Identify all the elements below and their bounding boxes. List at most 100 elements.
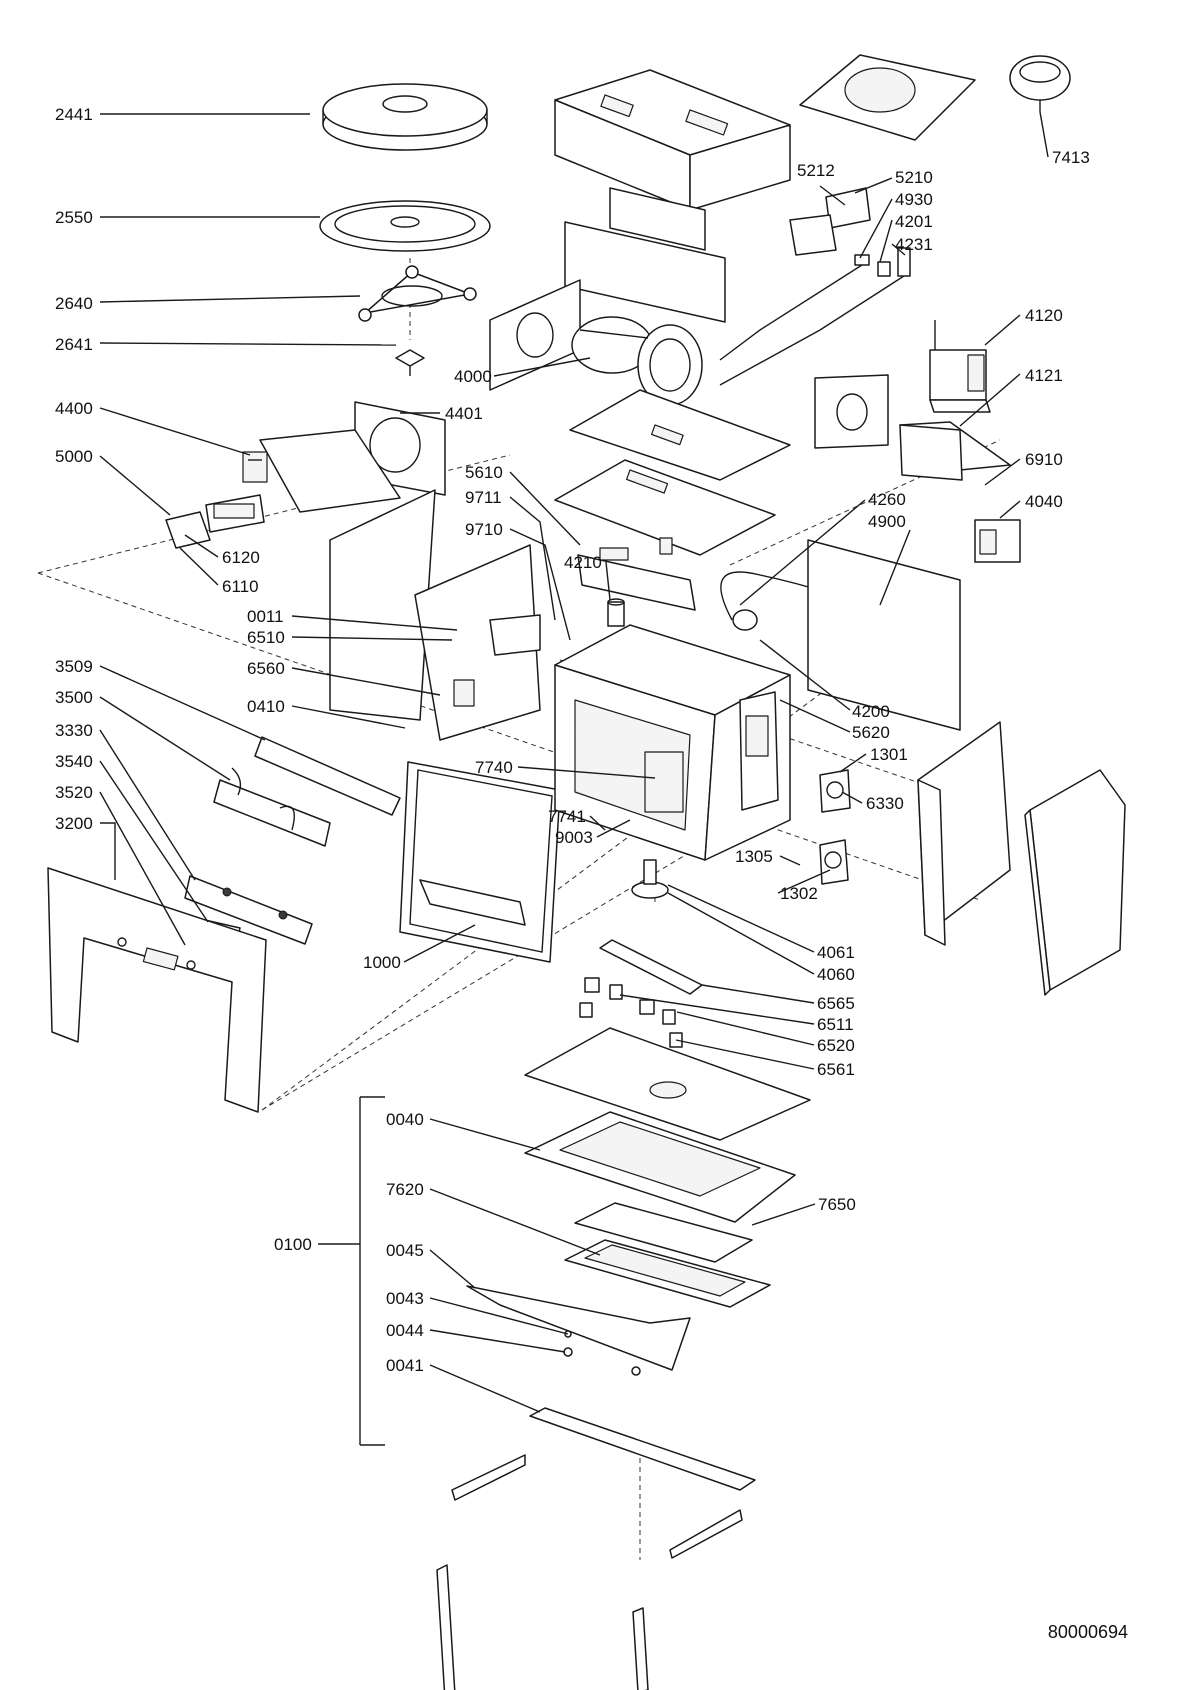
part-number-label: 9710 bbox=[465, 520, 503, 539]
callout-1302: 1302 bbox=[777, 869, 831, 903]
part-number-label: 4120 bbox=[1025, 306, 1063, 325]
leader-line-6565 bbox=[701, 984, 815, 1004]
callout-7741: 7741 bbox=[548, 807, 606, 831]
leader-line-0044 bbox=[429, 1329, 566, 1353]
callout-1301: 1301 bbox=[839, 745, 908, 773]
part-number-label: 0043 bbox=[386, 1289, 424, 1308]
rear-inner-panel bbox=[414, 544, 541, 741]
bottom-plate bbox=[524, 1027, 811, 1141]
part-number-label: 4121 bbox=[1025, 366, 1063, 385]
callout-6520: 6520 bbox=[676, 1011, 855, 1055]
mounting-brackets bbox=[436, 1454, 743, 1690]
callout-4210: 4210 bbox=[564, 553, 611, 601]
leader-line-3500 bbox=[99, 696, 231, 781]
callout-6561: 6561 bbox=[675, 1039, 855, 1079]
part-number-label: 3509 bbox=[55, 657, 93, 676]
callout-3540: 3540 bbox=[55, 752, 209, 923]
callout-9003: 9003 bbox=[555, 819, 631, 847]
side-panel-right bbox=[807, 539, 961, 731]
part-number-label: 6520 bbox=[817, 1036, 855, 1055]
capacitor-4210 bbox=[607, 598, 625, 627]
callout-5210: 5210 bbox=[854, 168, 933, 194]
lamps-6511-6520-6561 bbox=[579, 977, 683, 1048]
part-number-label: 0011 bbox=[247, 607, 284, 626]
leader-line-4210 bbox=[605, 561, 611, 601]
door-1000 bbox=[399, 761, 561, 963]
callout-2640: 2640 bbox=[55, 294, 361, 313]
part-number-label: 3520 bbox=[55, 783, 93, 802]
outer-casing-top bbox=[554, 69, 791, 211]
leader-line-0040 bbox=[429, 1118, 541, 1151]
callout-4231: 4231 bbox=[891, 235, 933, 256]
leader-line-4000 bbox=[493, 357, 591, 377]
part-number-label: 0040 bbox=[386, 1110, 424, 1129]
callout-3500: 3500 bbox=[55, 688, 231, 781]
callout-4040: 4040 bbox=[999, 492, 1063, 519]
callout-4401: 4401 bbox=[400, 404, 483, 423]
callout-3200: 3200 bbox=[55, 814, 116, 880]
leader-line-0041 bbox=[429, 1364, 541, 1413]
callout-2641: 2641 bbox=[55, 335, 397, 354]
leader-line-1302 bbox=[777, 869, 831, 894]
callout-4260: 4260 bbox=[739, 490, 906, 606]
part-number-label: 4930 bbox=[895, 190, 933, 209]
grease-filter-0040 bbox=[524, 1111, 796, 1223]
part-number-label: 7741 bbox=[548, 807, 586, 826]
callout-9711: 9711 bbox=[465, 488, 556, 621]
leader-line-4040 bbox=[999, 500, 1021, 519]
callout-1305: 1305 bbox=[735, 847, 801, 866]
part-number-label: 2550 bbox=[55, 208, 93, 227]
turntable-motor-4060 bbox=[631, 859, 669, 899]
leader-line-1305 bbox=[779, 855, 801, 866]
leader-line-4061 bbox=[667, 884, 815, 953]
callout-0041: 0041 bbox=[386, 1356, 541, 1413]
leader-line-6110 bbox=[179, 547, 219, 586]
callout-4061: 4061 bbox=[667, 884, 855, 962]
part-number-label: 3500 bbox=[55, 688, 93, 707]
leader-line-3540 bbox=[99, 760, 209, 923]
part-number-label: 9711 bbox=[465, 488, 502, 507]
leader-line-3509 bbox=[99, 665, 266, 741]
mounting-rail-0041 bbox=[529, 1407, 756, 1491]
part-number-label: 5620 bbox=[852, 723, 890, 742]
part-number-label: 0044 bbox=[386, 1321, 424, 1340]
part-number-label: 6511 bbox=[817, 1015, 854, 1034]
switches-6110-6120 bbox=[165, 494, 265, 549]
part-number-label: 4260 bbox=[868, 490, 906, 509]
oven-cavity bbox=[554, 624, 791, 861]
leader-line-2641 bbox=[99, 342, 397, 346]
leader-line-9710 bbox=[509, 528, 571, 641]
callout-0044: 0044 bbox=[386, 1321, 566, 1353]
part-number-label: 6110 bbox=[222, 577, 259, 596]
part-number-label: 4200 bbox=[852, 702, 890, 721]
callout-7413: 7413 bbox=[1039, 111, 1090, 167]
leader-line-4121 bbox=[959, 373, 1021, 427]
callout-4201: 4201 bbox=[879, 212, 933, 263]
part-number-label: 6560 bbox=[247, 659, 285, 678]
leader-line-4260 bbox=[739, 499, 866, 606]
callout-4400: 4400 bbox=[55, 399, 251, 456]
callout-0040: 0040 bbox=[386, 1110, 541, 1151]
leader-line-3520 bbox=[99, 791, 186, 946]
leader-line-6511 bbox=[619, 994, 815, 1025]
part-number-label: 7620 bbox=[386, 1180, 424, 1199]
callout-6910: 6910 bbox=[984, 450, 1063, 486]
callout-6330: 6330 bbox=[841, 791, 904, 813]
leader-line-6910 bbox=[984, 458, 1021, 486]
part-number-label: 4060 bbox=[817, 965, 855, 984]
part-number-label: 6510 bbox=[247, 628, 285, 647]
relay-4040 bbox=[974, 519, 1021, 563]
leader-line-7741 bbox=[589, 815, 606, 831]
callout-4930: 4930 bbox=[859, 190, 933, 259]
callout-3509: 3509 bbox=[55, 657, 266, 741]
leader-line-4201 bbox=[879, 219, 893, 263]
callout-7740: 7740 bbox=[475, 758, 656, 779]
motor-1302 bbox=[819, 839, 849, 885]
waveguide-5610 bbox=[554, 459, 776, 556]
leader-line-0043 bbox=[429, 1297, 569, 1335]
leader-line-3330 bbox=[99, 729, 196, 881]
transformer-bracket-4121 bbox=[899, 421, 1011, 481]
callout-6510: 6510 bbox=[247, 628, 453, 647]
control-board-3509 bbox=[254, 736, 401, 816]
part-number-label: 4201 bbox=[895, 212, 933, 231]
